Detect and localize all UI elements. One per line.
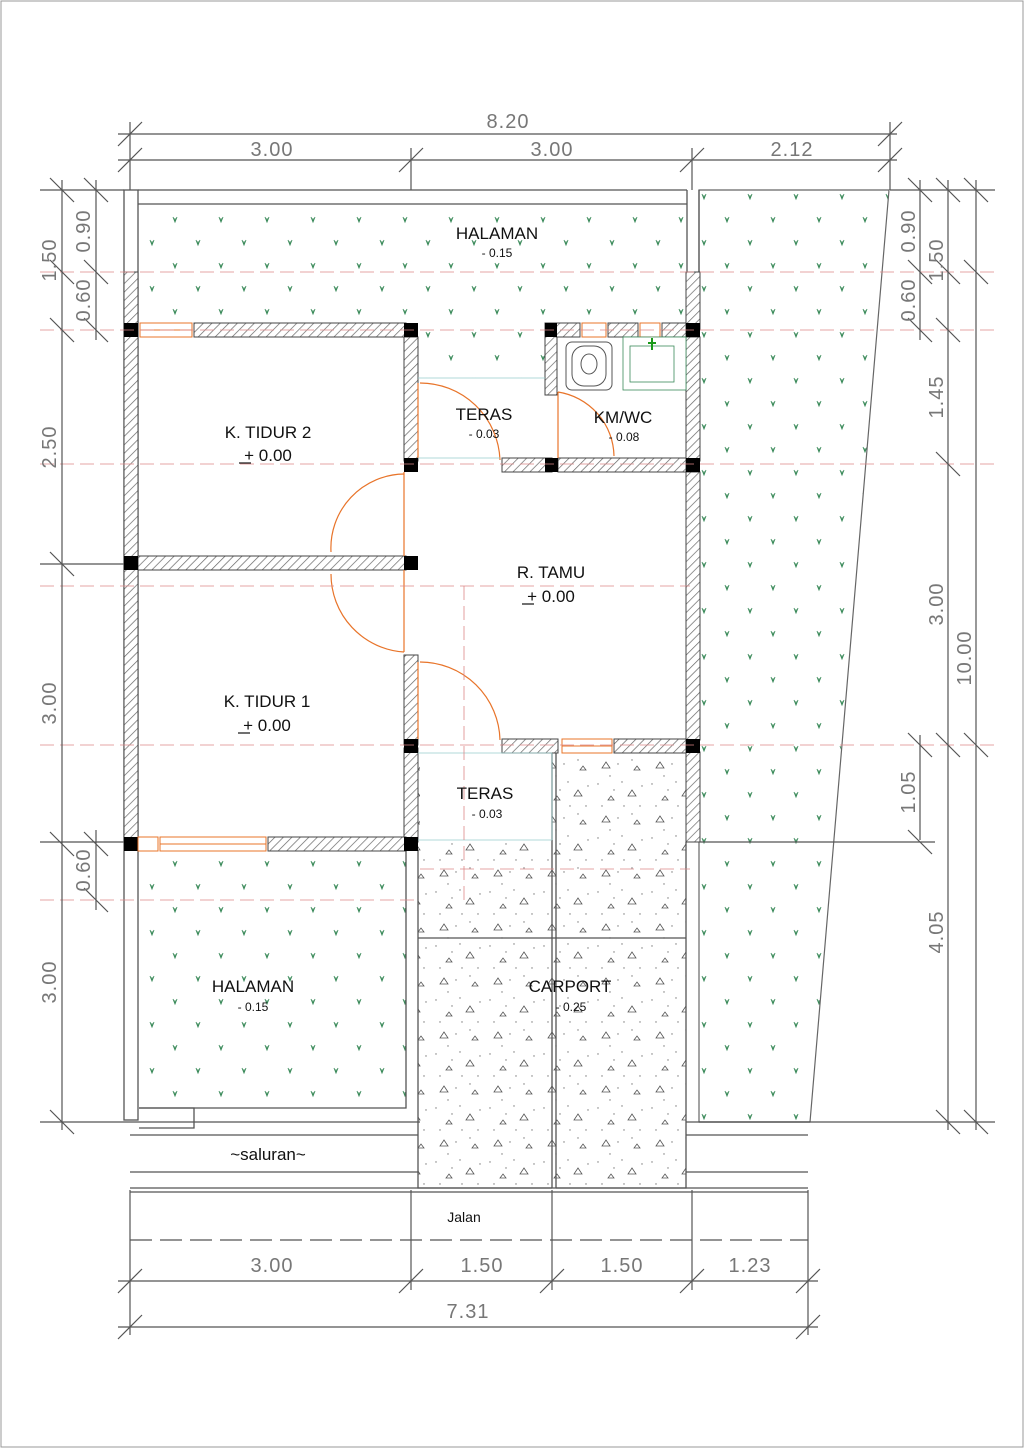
teras-top-level: - 0.03	[469, 427, 500, 441]
kt2-label: K. TIDUR 2	[225, 423, 312, 442]
dim-top-seg-3: 2.12	[771, 139, 814, 161]
teras-bottom-label: TERAS	[457, 784, 514, 803]
saluran-label: ~saluran~	[230, 1145, 306, 1164]
dim-left-inner-3: 0.60	[73, 849, 95, 892]
dim-right-1: 0.90	[898, 210, 920, 253]
bak-mandi-fixture	[622, 336, 687, 391]
dim-bottom-total: 7.31	[447, 1301, 490, 1323]
dim-left-inner-1: 0.90	[73, 210, 95, 253]
jalan-label: Jalan	[447, 1209, 480, 1225]
teras-bottom-floor	[420, 753, 552, 841]
dim-top-seg-2: 3.00	[531, 139, 574, 161]
halaman-bottom-level: - 0.15	[238, 1000, 269, 1014]
dim-right-outer-1: 1.50	[926, 239, 948, 282]
dimension-labels-bottom: 3.00 1.50 1.50 1.23 7.31	[251, 1255, 772, 1323]
halaman-top-level: - 0.15	[482, 246, 513, 260]
ruang-tamu-label: R. TAMU	[517, 563, 585, 582]
dimension-labels-left: 1.50 2.50 3.00 3.00 0.90 0.60 0.60	[39, 210, 95, 1004]
kt2-level: + 0.00	[244, 446, 292, 465]
halaman-top-label: HALAMAN	[456, 224, 538, 243]
teras-bottom-level: - 0.03	[472, 807, 503, 821]
kt1-label: K. TIDUR 1	[224, 692, 311, 711]
dim-right-3: 1.45	[926, 376, 948, 419]
dim-left-1: 1.50	[39, 239, 61, 282]
dim-top-seg-1: 3.00	[251, 139, 294, 161]
grid-lines	[40, 271, 995, 901]
room-labels: HALAMAN - 0.15 TERAS - 0.03 KM/WC - 0.08…	[212, 224, 652, 1225]
carport-label: CARPORT	[529, 977, 612, 996]
dimension-labels-right: 0.90 0.60 1.45 3.00 1.05 4.05 1.50 10.00	[898, 210, 976, 954]
teras-top-label: TERAS	[456, 405, 513, 424]
dim-left-4: 3.00	[39, 961, 61, 1004]
door-swings	[330, 382, 615, 741]
dim-right-outer-2: 10.00	[954, 630, 976, 685]
dim-bottom-seg-2: 1.50	[461, 1255, 504, 1277]
halaman-bottom-label: HALAMAN	[212, 977, 294, 996]
floor-edges	[418, 377, 553, 841]
dimension-lines	[40, 121, 995, 1340]
kmwc-label: KM/WC	[594, 408, 653, 427]
plusminus-underlines	[238, 462, 534, 734]
kmwc-level: - 0.08	[609, 430, 640, 444]
dim-left-3: 3.00	[39, 682, 61, 725]
dimension-labels-top: 8.20 3.00 3.00 2.12	[251, 111, 814, 161]
dim-left-2: 2.50	[39, 426, 61, 469]
dim-bottom-seg-1: 3.00	[251, 1255, 294, 1277]
kt1-level: + 0.00	[243, 716, 291, 735]
halaman-top-area	[139, 204, 687, 378]
dim-right-5: 1.05	[898, 771, 920, 814]
dim-bottom-seg-4: 1.23	[729, 1255, 772, 1277]
dim-right-2: 0.60	[898, 279, 920, 322]
dim-left-inner-2: 0.60	[73, 279, 95, 322]
toilet-fixture	[565, 341, 613, 391]
dim-right-6: 4.05	[926, 911, 948, 954]
dim-top-total: 8.20	[487, 111, 530, 133]
dim-bottom-seg-3: 1.50	[601, 1255, 644, 1277]
columns	[124, 323, 700, 851]
carport-level: - 0.25	[556, 1000, 587, 1014]
ruang-tamu-level: + 0.00	[527, 587, 575, 606]
halaman-bottom-area	[139, 848, 406, 1108]
dim-right-4: 3.00	[926, 583, 948, 626]
